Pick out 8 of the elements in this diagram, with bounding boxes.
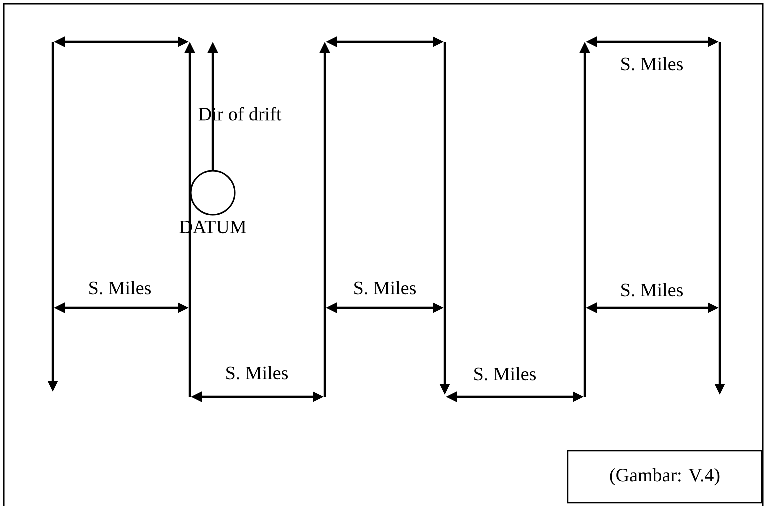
dimension-label: S. Miles (474, 367, 536, 381)
dimension-label: S. Miles (622, 57, 683, 71)
caption-box: (Gambar: V.4) (567, 450, 763, 504)
dimension-label: S. Miles (622, 283, 683, 297)
dimension-label: S. Miles (226, 366, 288, 380)
dimension-label: S. Miles (90, 281, 151, 295)
dimension-label: S. Miles (354, 281, 416, 295)
datum-circle (190, 170, 236, 216)
